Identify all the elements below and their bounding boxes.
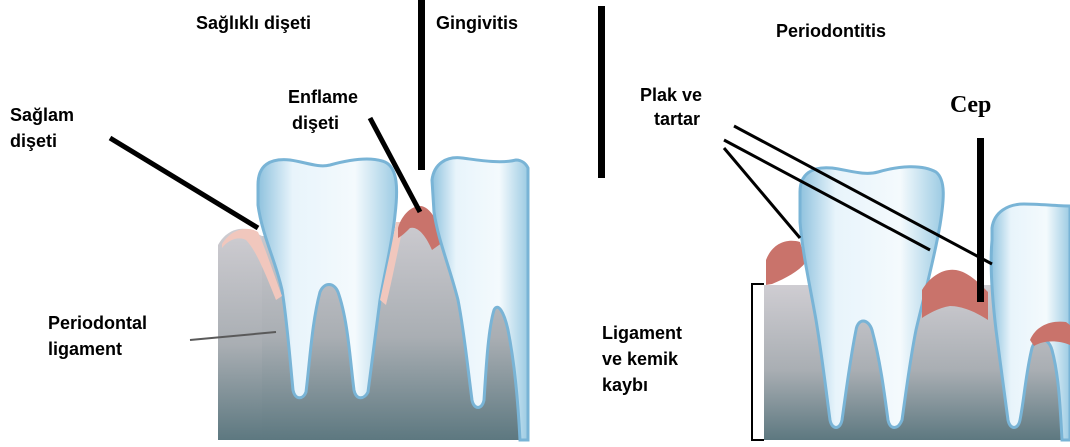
label-periodontal-line2: ligament [48,338,122,360]
pointer-healthy-gum [110,138,258,228]
label-inflamed-gum-line1: Enflame [288,86,358,108]
header-healthy: Sağlıklı dişeti [196,12,311,34]
divider-gingivitis [418,0,425,170]
label-healthy-gum-line1: Sağlam [10,104,74,126]
label-periodontal-line1: Periodontal [48,312,147,334]
pointer-pocket [977,138,984,302]
inflamed-gum-left [766,241,806,285]
label-inflamed-gum-line2: dişeti [292,112,339,134]
label-pocket: Cep [950,94,991,116]
header-gingivitis: Gingivitis [436,12,518,34]
divider-periodontitis [598,6,605,178]
label-plaque-line1: Plak ve [640,84,702,106]
loss-bracket [752,284,764,440]
left-panel-illustration [218,158,528,440]
label-plaque-line2: tartar [654,108,700,130]
right-panel-illustration [764,167,1070,440]
label-healthy-gum-line2: dişeti [10,130,57,152]
header-periodontitis: Periodontitis [776,20,886,42]
label-loss-line3: kaybı [602,374,648,396]
label-loss-line1: Ligament [602,322,682,344]
label-loss-line2: ve kemik [602,348,678,370]
